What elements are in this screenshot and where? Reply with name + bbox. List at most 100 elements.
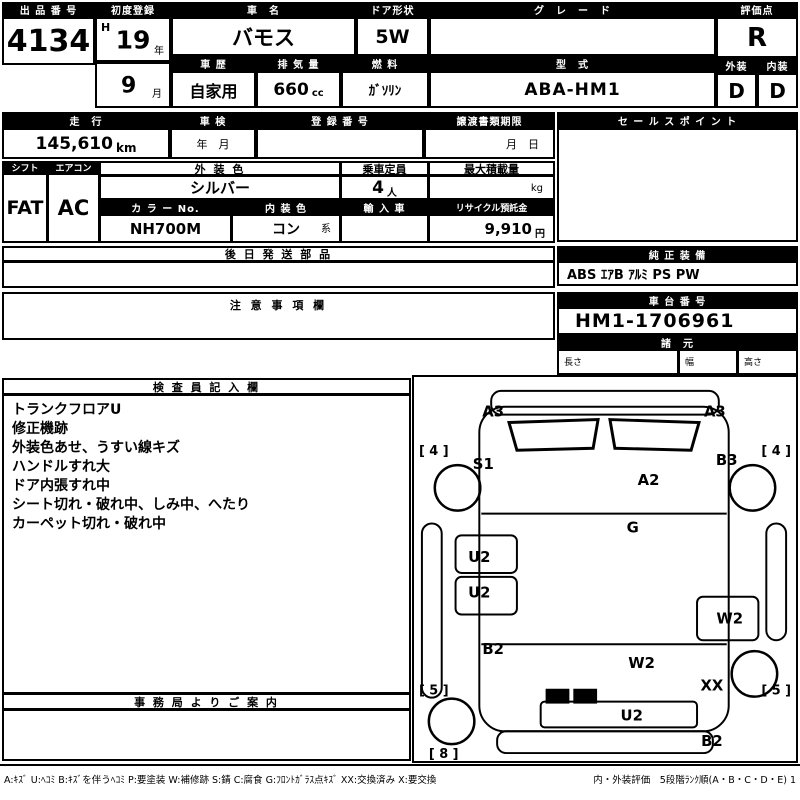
recycle-value: 9,910 — [484, 219, 532, 238]
later-parts-value — [2, 261, 555, 288]
shift-label: シフト — [2, 161, 48, 174]
first-reg-month-cell: 9 月 — [95, 62, 171, 108]
door-shape-value: 5W — [356, 17, 429, 56]
capacity-unit: 人 — [386, 188, 397, 199]
diagram-label-floor: W2 — [628, 655, 655, 672]
left-side-panel-shape — [420, 522, 443, 699]
car-name-label: 車 名 — [171, 2, 356, 17]
windshield-left-shape — [507, 418, 600, 452]
equipment-value: ABS ｴｱB ｱﾙﾐ PS PW — [557, 261, 798, 286]
car-name-value: バモス — [171, 17, 356, 56]
spec-height-label: 高さ — [744, 358, 763, 368]
capacity-value: 4 — [372, 177, 384, 198]
rear-detail-right-shape — [573, 688, 598, 704]
inspector-note-line: カーペット切れ・破れ中 — [12, 516, 166, 532]
history-value: 自家用 — [171, 71, 256, 108]
car-outline — [420, 389, 788, 755]
car-diagram-box: A3 A3 [ 4 ] [ 4 ] S1 B3 A2 G U2 U2 W2 B2… — [412, 375, 798, 763]
legend-footer: A:ｷｽﾞ U:ﾍｺﾐ B:ｷｽﾞを伴うﾍｺﾐ P:要塗装 W:補修跡 S:錆 … — [0, 764, 800, 800]
interior-score-value: D — [757, 73, 798, 108]
diagram-label-right-rear-door: W2 — [716, 610, 743, 627]
legend-text: A:ｷｽﾞ U:ﾍｺﾐ B:ｷｽﾞを伴うﾍｺﾐ P:要塗装 W:補修跡 S:錆 … — [4, 775, 437, 786]
import-label: 輸 入 車 — [340, 199, 429, 215]
chassis-no-label: 車 台 番 号 — [557, 292, 798, 308]
left-rear-door-shape — [454, 575, 518, 616]
chassis-no-value: HM1-1706961 — [557, 307, 798, 335]
reg-no-value — [256, 128, 424, 159]
history-label: 車 歴 — [171, 56, 256, 71]
ext-color-value: シルバー — [99, 175, 341, 200]
rear-detail-left-shape — [545, 688, 570, 704]
diagram-label-front-left-fender: S1 — [473, 456, 494, 473]
inspector-note-line: シート切れ・破れ中、しみ中、へたり — [12, 497, 250, 513]
front-left-wheel-icon — [433, 463, 482, 512]
office-info-label: 事 務 局 よ り ご 案 内 — [2, 693, 411, 710]
spec-height-cell: 高さ — [737, 349, 798, 375]
model-label: 型 式 — [429, 56, 716, 71]
displacement-cell: 660 cc — [256, 71, 341, 108]
rear-bumper-shape — [496, 730, 714, 755]
inspection-label: 車 検 — [170, 112, 256, 128]
grade-value — [429, 17, 716, 56]
mileage-cell: 145,610 km — [2, 128, 170, 159]
color-no-label: カ ラ ー No. — [99, 199, 232, 215]
front-bumper-shape — [490, 389, 720, 416]
first-reg-month: 9 — [121, 73, 137, 99]
displacement-label: 排 気 量 — [256, 56, 341, 71]
diagram-labels: A3 A3 [ 4 ] [ 4 ] S1 B3 A2 G U2 U2 W2 B2… — [419, 404, 791, 762]
mileage-unit: km — [115, 140, 137, 155]
diagram-bracket-bottom-left: [ 8 ] — [429, 747, 459, 761]
front-right-wheel-icon — [728, 463, 777, 512]
exterior-score-label: 外装 — [716, 58, 757, 73]
shift-value: FAT — [2, 173, 48, 243]
diagram-label-left-front-door: U2 — [468, 549, 490, 566]
rear-gate-shape — [539, 700, 699, 729]
diagram-bracket-rear-right: [ 5 ] — [761, 684, 791, 699]
aircon-label: エアコン — [47, 161, 100, 174]
fuel-value: ｶﾞｿﾘﾝ — [341, 71, 429, 108]
first-reg-year-unit: 年 — [154, 46, 164, 57]
inspector-note-line: トランクフロアU — [12, 402, 122, 418]
first-reg-month-unit: 月 — [152, 89, 162, 100]
mileage-value: 145,610 — [35, 133, 113, 154]
office-info-box — [2, 709, 411, 761]
diagram-label-right-quarter: XX — [700, 678, 723, 695]
spec-width-label: 幅 — [685, 358, 695, 368]
transfer-deadline-label: 譲渡書類期限 — [424, 112, 555, 128]
first-reg-year: 19 — [115, 25, 151, 55]
int-color-label: 内 装 色 — [231, 199, 341, 215]
notice-label: 注 意 事 項 欄 — [229, 299, 328, 312]
int-color-value: コン — [272, 221, 300, 238]
inspector-notes-label: 検 査 員 記 入 欄 — [2, 378, 411, 395]
car-condition-diagram: A3 A3 [ 4 ] [ 4 ] S1 B3 A2 G U2 U2 W2 B2… — [419, 389, 791, 762]
diagram-bracket-rear-left: [ 5 ] — [419, 684, 449, 699]
fuel-label: 燃 料 — [341, 56, 429, 71]
spec-dims-label: 諸 元 — [557, 334, 798, 350]
import-value — [340, 214, 429, 243]
first-reg-era: H — [101, 21, 111, 34]
score-label: 評価点 — [716, 2, 798, 17]
inspection-value: 年 月 — [170, 128, 256, 159]
right-side-panel-shape — [765, 522, 788, 642]
spec-width-cell: 幅 — [678, 349, 738, 375]
right-rear-door-shape — [696, 595, 760, 642]
mileage-label: 走 行 — [2, 112, 170, 128]
capacity-label: 乗車定員 — [340, 161, 429, 176]
recycle-unit: 円 — [535, 229, 545, 240]
color-no-value: NH700M — [99, 214, 232, 243]
left-front-door-shape — [454, 534, 518, 574]
score-value: R — [716, 17, 798, 58]
recycle-cell: 9,910 円 — [428, 214, 555, 243]
auction-no-value: 4134 — [2, 17, 95, 65]
reg-no-label: 登 録 番 号 — [256, 112, 424, 128]
exterior-score-value: D — [716, 73, 757, 108]
diagram-label-glass: G — [627, 519, 639, 536]
diagram-bracket-front-right: [ 4 ] — [761, 444, 791, 459]
max-load-label: 最大積載量 — [428, 161, 555, 176]
sales-point-box — [557, 128, 798, 242]
transfer-deadline-value: 月 日 — [424, 128, 555, 159]
inspector-note-line: 修正機跡 — [12, 421, 68, 437]
equipment-label: 純 正 装 備 — [557, 246, 798, 262]
rear-right-wheel-icon — [730, 649, 779, 698]
diagram-label-roof-right: A3 — [704, 404, 726, 421]
